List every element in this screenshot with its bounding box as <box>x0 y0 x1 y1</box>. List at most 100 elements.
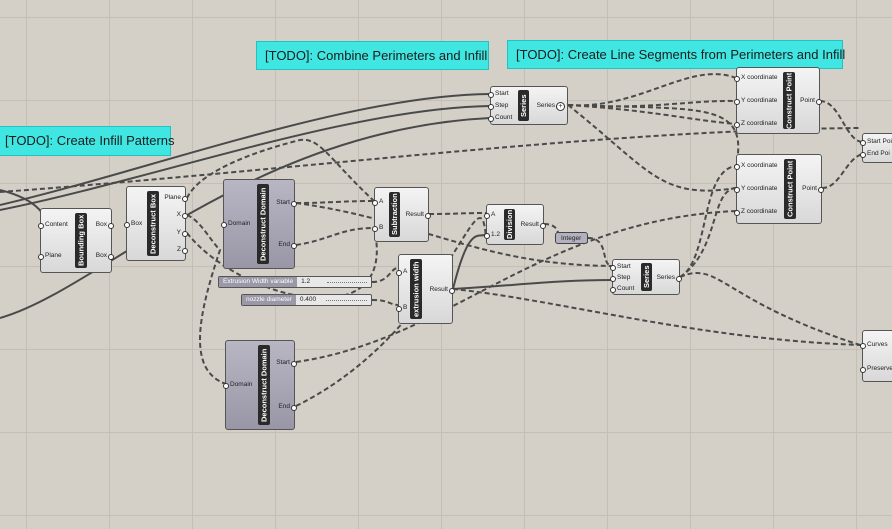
input-port[interactable]: Count <box>609 285 635 293</box>
integer-panel[interactable]: Integer <box>555 232 588 244</box>
input-port[interactable]: Domain <box>220 220 251 228</box>
series-component[interactable]: Start Step Count Series Series <box>609 259 683 295</box>
output-port[interactable]: Box <box>95 252 115 260</box>
deconstruct-domain-component[interactable]: Domain Deconstruct Domain Start End <box>222 340 297 430</box>
input-port[interactable]: Preserve <box>859 365 892 373</box>
component-title: Deconstruct Domain <box>258 345 270 425</box>
input-port[interactable]: Z coordinate <box>733 208 778 216</box>
wire <box>679 165 737 278</box>
input-port[interactable]: End Poi <box>860 150 890 158</box>
output-port[interactable]: Plane <box>164 194 188 202</box>
component-title: Deconstruct Box <box>147 191 159 256</box>
wire <box>567 104 737 192</box>
construct-point-component[interactable]: X coordinate Y coordinate Z coordinate C… <box>733 154 824 224</box>
input-port[interactable]: Y coordinate <box>733 97 778 105</box>
input-port[interactable]: B <box>395 304 408 312</box>
input-port[interactable]: Start Poi <box>860 138 892 146</box>
slider-value[interactable]: 1.2 <box>297 277 371 287</box>
slider-label: nozzle diameter <box>242 295 296 305</box>
wire <box>821 153 863 189</box>
extrusion-width-component[interactable]: A B extrusion width Result <box>395 254 456 324</box>
wire <box>679 187 737 278</box>
deconstruct-box-component[interactable]: Box Deconstruct Box Plane X Y Z <box>123 186 189 261</box>
input-port[interactable]: Content <box>38 221 68 229</box>
input-port[interactable]: Step <box>609 274 631 282</box>
wire <box>567 104 737 125</box>
wire <box>819 100 863 143</box>
output-port[interactable]: End <box>278 403 297 411</box>
input-port[interactable]: A <box>371 198 384 206</box>
component-title: Construct Point <box>784 159 796 219</box>
input-port[interactable]: Curves <box>860 341 888 349</box>
input-port[interactable]: Start <box>488 90 509 98</box>
input-port[interactable]: Step <box>487 102 509 110</box>
wire <box>295 217 487 407</box>
component-title: Series <box>641 263 652 291</box>
output-port[interactable]: X <box>176 211 189 219</box>
wire <box>567 73 737 107</box>
output-port[interactable]: Point <box>800 97 822 105</box>
output-port[interactable]: Z <box>177 246 188 254</box>
component-title: Division <box>504 209 515 240</box>
group-label: [TODO]: Create Line Segments from Perime… <box>516 47 846 62</box>
wire <box>452 233 487 290</box>
nozzle-diameter-slider[interactable]: nozzle diameter 0.400 <box>241 294 372 306</box>
group-combine[interactable]: [TODO]: Combine Perimeters and Infill <box>256 41 489 70</box>
expand-icon[interactable]: + <box>556 102 565 111</box>
input-port[interactable]: Box <box>123 220 143 228</box>
wire <box>428 212 487 215</box>
bounding-box-component[interactable]: Content Plane Bounding Box Box Box <box>38 208 115 273</box>
output-port[interactable]: Series <box>536 102 563 110</box>
output-port[interactable]: Result <box>429 286 456 294</box>
group-infill-patterns[interactable]: [TODO]: Create Infill Patterns <box>0 126 175 156</box>
output-port[interactable]: Result <box>520 221 547 229</box>
output-port[interactable]: Y <box>176 229 189 237</box>
wire <box>679 272 861 346</box>
input-port[interactable]: A <box>395 268 408 276</box>
output-port[interactable]: Start <box>276 359 297 367</box>
input-port[interactable]: Domain <box>222 381 253 389</box>
component-title: Bounding Box <box>75 213 87 268</box>
input-port[interactable]: X coordinate <box>734 74 778 82</box>
input-port[interactable]: B <box>371 224 384 232</box>
slider-label: Extrusion Width variable <box>219 277 298 287</box>
output-port[interactable]: Start <box>276 199 297 207</box>
component-title: Construct Point <box>783 72 795 129</box>
input-port[interactable]: A <box>483 211 496 219</box>
slider-value[interactable]: 0.400 <box>296 295 371 305</box>
wire <box>452 279 613 290</box>
extrusion-width-slider[interactable]: Extrusion Width variable 1.2 <box>218 276 372 288</box>
panel-label: Integer <box>561 235 582 242</box>
output-port[interactable]: Series <box>656 274 683 282</box>
input-port[interactable]: 1.2 <box>483 231 501 239</box>
wire <box>567 99 737 108</box>
component-title: Series <box>518 90 529 121</box>
output-port[interactable]: Point <box>802 185 824 193</box>
line-component-partial[interactable]: Start Poi End Poi <box>860 133 892 163</box>
input-port[interactable]: Y coordinate <box>733 185 778 193</box>
wire <box>371 299 399 306</box>
division-component[interactable]: A 1.2 Division Result <box>483 204 547 245</box>
input-port[interactable]: Count <box>487 114 513 122</box>
output-port[interactable]: Box <box>95 221 115 229</box>
wire <box>452 288 863 346</box>
curve-component-partial[interactable]: Curves Preserve <box>859 330 892 382</box>
input-port[interactable]: Plane <box>38 252 62 260</box>
group-line-segments[interactable]: [TODO]: Create Line Segments from Perime… <box>507 40 846 69</box>
component-title: Deconstruct Domain <box>257 184 269 264</box>
subtraction-component[interactable]: A B Subtraction Result <box>371 187 432 242</box>
wire <box>0 189 46 225</box>
wire <box>186 214 227 385</box>
component-title: Subtraction <box>389 192 400 237</box>
wire <box>295 227 375 246</box>
input-port[interactable]: Z coordinate <box>733 120 778 128</box>
wire <box>587 237 613 267</box>
output-port[interactable]: End <box>278 241 297 249</box>
group-label: [TODO]: Combine Perimeters and Infill <box>265 48 488 63</box>
input-port[interactable]: X coordinate <box>734 162 778 170</box>
deconstruct-domain-component[interactable]: Domain Deconstruct Domain Start End <box>220 179 297 269</box>
construct-point-component[interactable]: X coordinate Y coordinate Z coordinate C… <box>733 67 822 134</box>
input-port[interactable]: Start <box>610 263 631 271</box>
output-port[interactable]: Result <box>405 211 432 219</box>
series-component[interactable]: Start Step Count Series Series + <box>487 86 568 125</box>
